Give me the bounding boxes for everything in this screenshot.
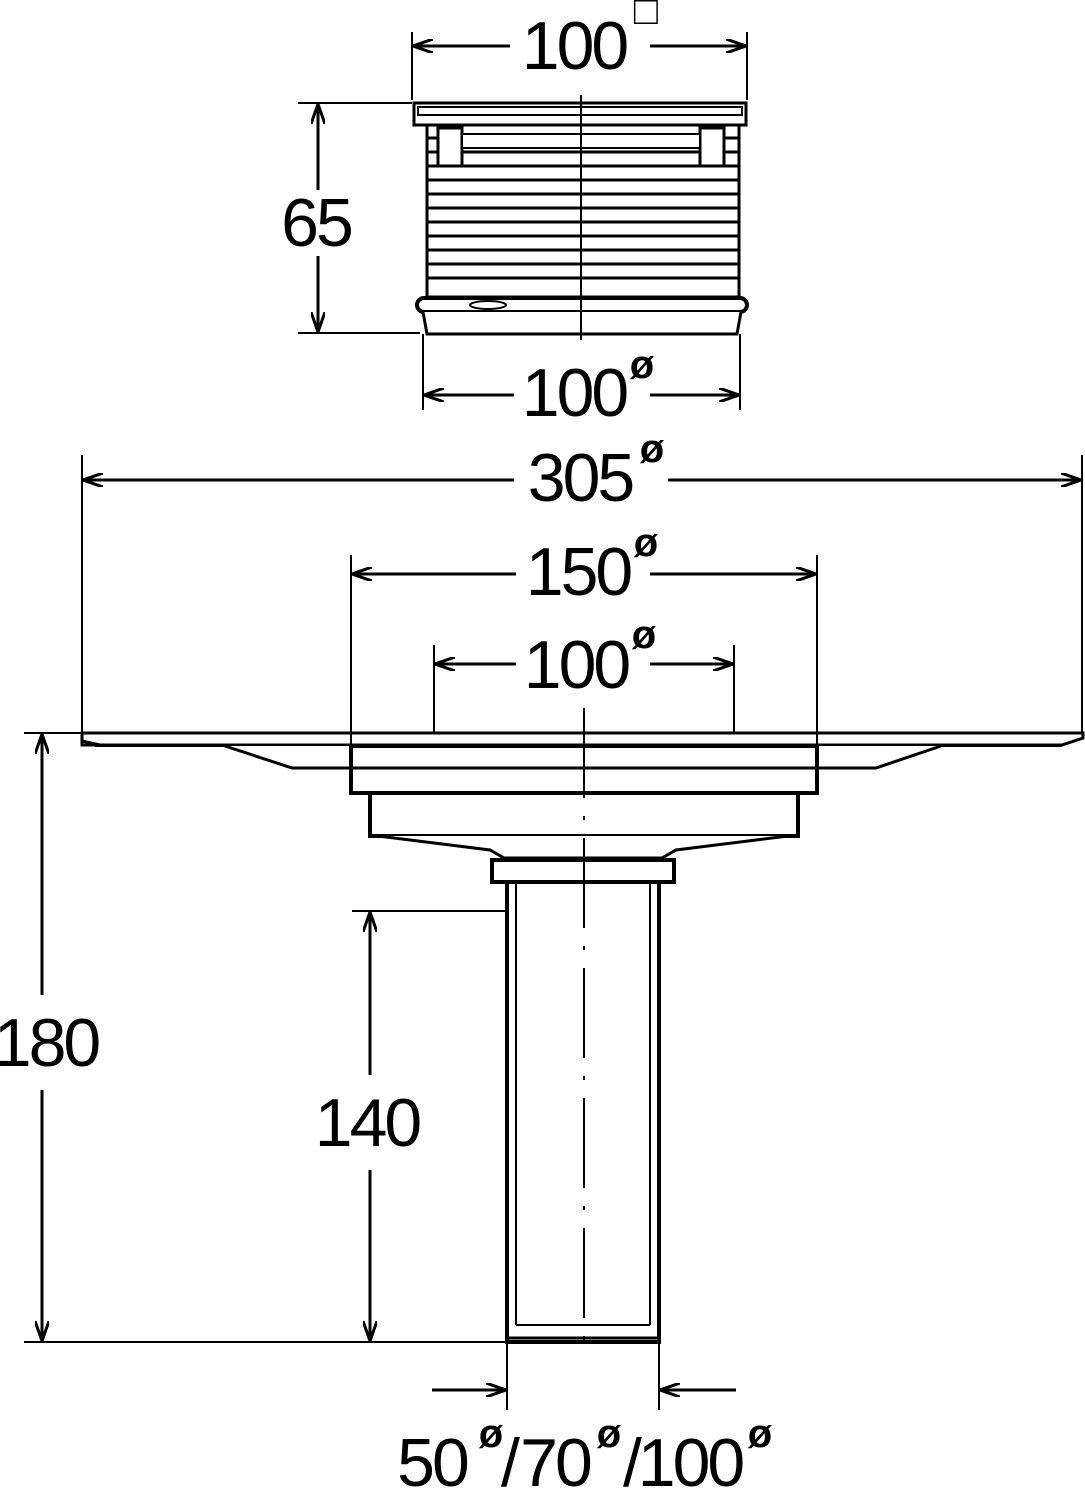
top-height-value: 65 — [281, 185, 351, 261]
flange-diameter-value: 305 — [528, 440, 633, 516]
dim-top-width: 100 □ — [414, 0, 745, 84]
diameter-symbol: ø — [479, 1412, 504, 1456]
square-symbol: □ — [634, 0, 658, 33]
diameter-symbol: ø — [597, 1412, 622, 1456]
diameter-symbol: ø — [630, 343, 655, 387]
diameter-symbol: ø — [748, 1412, 773, 1456]
dim-top-height: 65 — [281, 102, 420, 334]
body-diameter-value: 150 — [526, 534, 632, 610]
dim-top-bottom-diameter: 100 ø — [425, 343, 738, 431]
dim-flange-diameter: 305 ø — [84, 427, 1080, 516]
dim-body-diameter: 150 ø — [353, 521, 815, 610]
total-height-value: 180 — [0, 1005, 99, 1081]
pipe-diameter-70: 70 — [520, 1425, 591, 1496]
separator: / — [501, 1425, 520, 1496]
diameter-symbol: ø — [634, 521, 659, 565]
dim-pipe-diameters: 50 ø / 70 ø / 100 ø — [397, 1390, 773, 1496]
drain-body — [80, 708, 1085, 1344]
diameter-symbol: ø — [632, 613, 657, 657]
dim-total-height: 180 — [0, 735, 102, 1340]
diameter-symbol: ø — [640, 427, 665, 471]
extension-lines — [24, 455, 1083, 1410]
inner-diameter-value: 100 — [524, 627, 630, 703]
pipe-length-value: 140 — [315, 1085, 421, 1161]
grate-insert — [411, 32, 749, 410]
dim-inner-diameter: 100 ø — [436, 613, 732, 703]
top-width-value: 100 — [522, 8, 628, 84]
top-bottom-diameter-value: 100 — [522, 355, 628, 431]
pipe-diameter-50: 50 — [397, 1425, 468, 1496]
dim-pipe-length: 140 — [315, 913, 423, 1340]
pipe-diameter-100: 100 — [638, 1425, 744, 1496]
